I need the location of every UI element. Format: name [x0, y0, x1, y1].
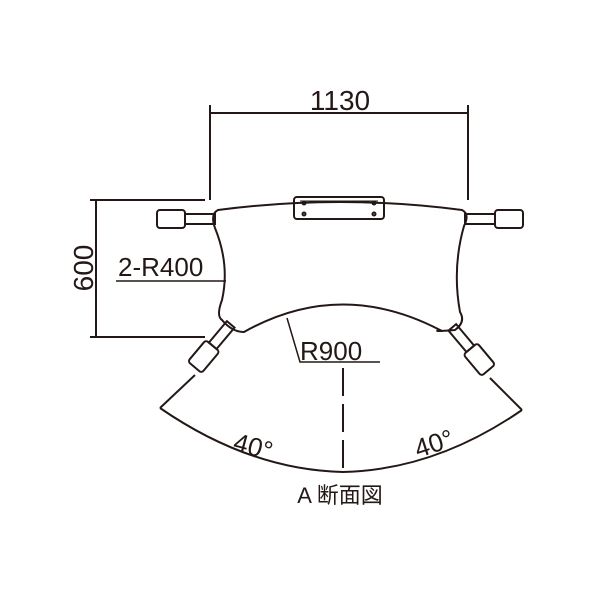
- inner-radius-label: R900: [300, 336, 362, 366]
- caster-top-right: [464, 209, 524, 229]
- section-caption: A 断面図: [297, 483, 383, 508]
- width-dimension: 1130: [209, 85, 469, 200]
- width-label: 1130: [310, 85, 370, 116]
- angle-right-label: 40°: [411, 423, 458, 464]
- handle-plate: [293, 196, 385, 220]
- depth-label: 600: [68, 245, 99, 292]
- caster-bottom-right: [447, 322, 495, 376]
- caster-top-left: [156, 209, 216, 229]
- corner-radius-label: 2-R400: [118, 252, 203, 282]
- angle-left-label: 40°: [230, 427, 276, 466]
- table-top-outline: [212, 201, 468, 334]
- depth-dimension: 600: [68, 199, 205, 338]
- caster-bottom-left: [188, 319, 236, 373]
- angle-arc: [159, 407, 523, 474]
